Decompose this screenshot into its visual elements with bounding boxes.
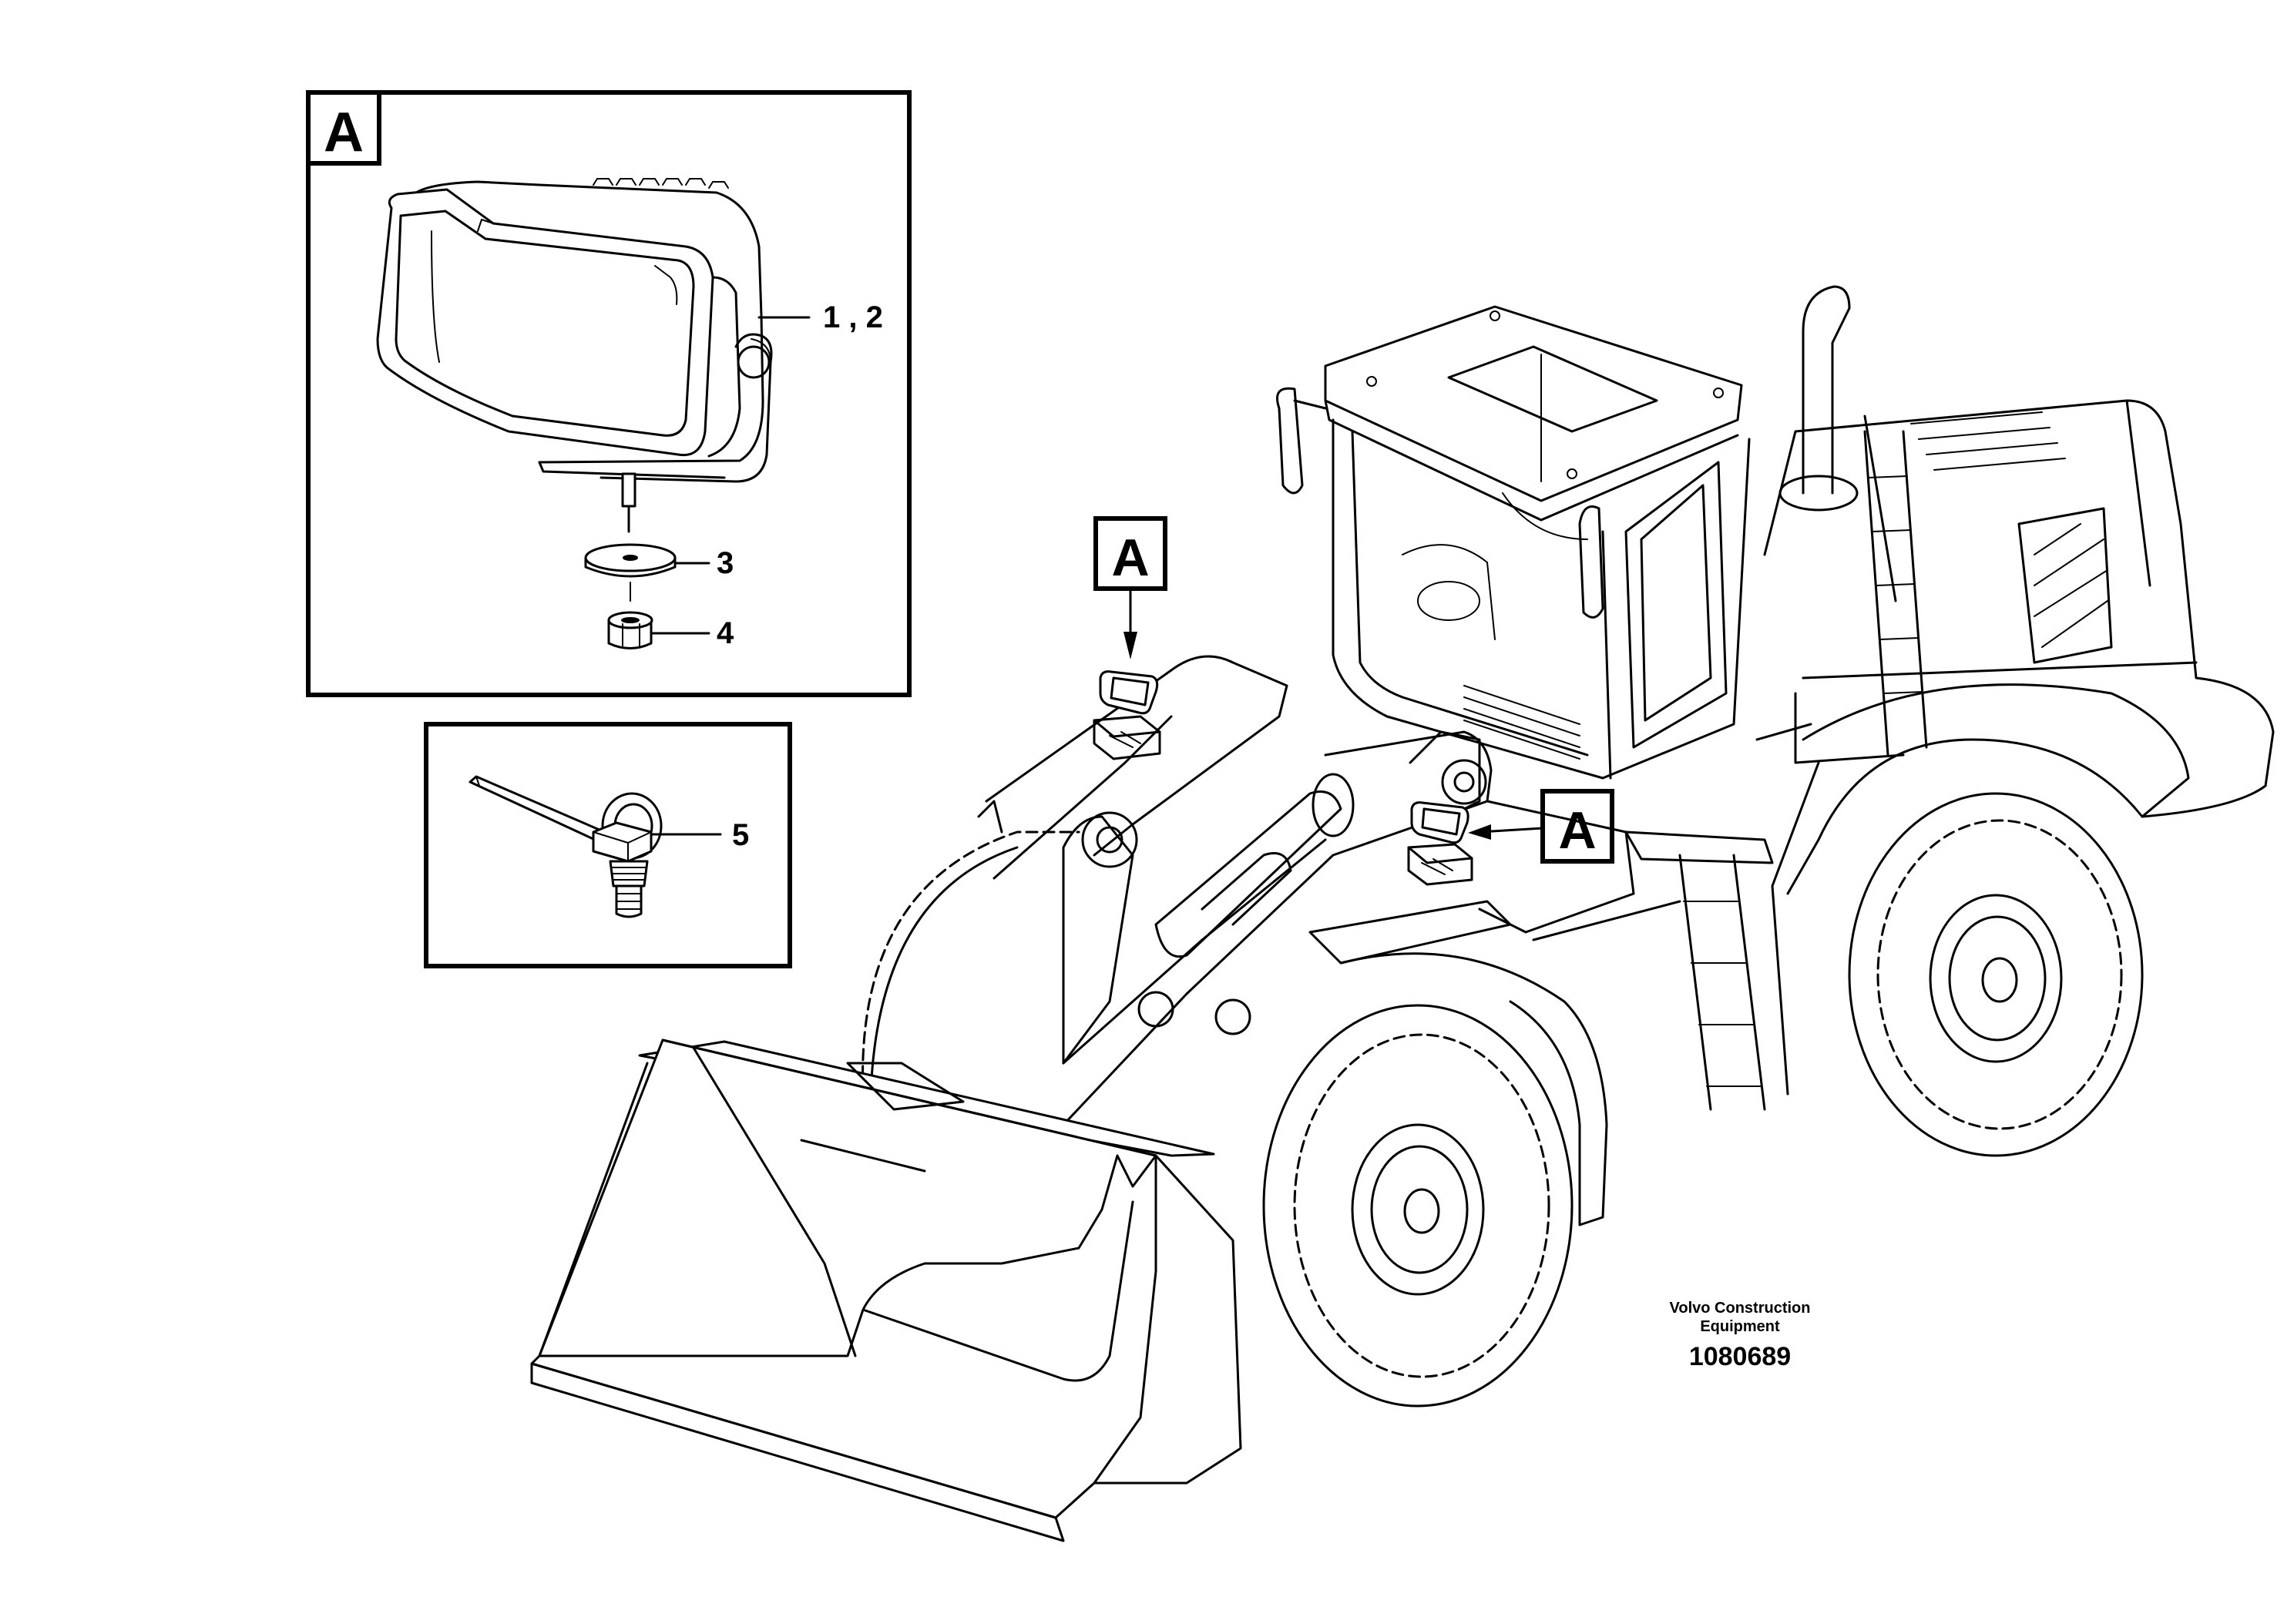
nut xyxy=(607,611,653,649)
rear-ladder xyxy=(1863,430,1928,757)
cab xyxy=(1276,305,1751,780)
drawing-number: 1080689 xyxy=(1689,1342,1791,1371)
work-lamp-mark-upper xyxy=(1093,670,1161,760)
work-lamp-mark-lower xyxy=(1407,801,1473,886)
lift-arms xyxy=(977,655,1493,1126)
detail-box-a-label: A xyxy=(324,102,364,163)
company-line-2: Equipment xyxy=(1700,1318,1780,1335)
rear-fender xyxy=(1755,683,2190,1096)
detail-box-a: A xyxy=(306,90,912,697)
drawing-footer: Volvo Construction Equipment 1080689 xyxy=(1670,1300,1811,1371)
rear-wheel xyxy=(1848,792,2144,1157)
callout-5: 5 xyxy=(732,818,749,852)
cable-tie-anchor xyxy=(469,775,663,918)
detail-box-5: 5 xyxy=(424,722,792,968)
callout-3: 3 xyxy=(717,546,734,580)
exhaust-stack xyxy=(1778,285,1859,512)
bucket xyxy=(530,1038,1242,1542)
front-fender xyxy=(1308,900,1608,1226)
callout-4: 4 xyxy=(717,616,734,650)
engine-hood xyxy=(1763,399,2275,818)
marker-a-upper-label: A xyxy=(1111,528,1149,587)
marker-a-lower-label: A xyxy=(1558,801,1596,860)
work-lamp xyxy=(376,178,773,533)
marker-a-upper: A xyxy=(1093,516,1167,659)
marker-a-lower: A xyxy=(1468,789,1614,864)
callout-1-2: 1 , 2 xyxy=(823,300,883,334)
washer xyxy=(584,543,677,602)
company-line-1: Volvo Construction xyxy=(1670,1300,1811,1317)
front-wheel xyxy=(1262,1004,1574,1408)
wheel-loader-drawing xyxy=(530,285,2275,1542)
step-ladder xyxy=(1624,830,1774,1111)
